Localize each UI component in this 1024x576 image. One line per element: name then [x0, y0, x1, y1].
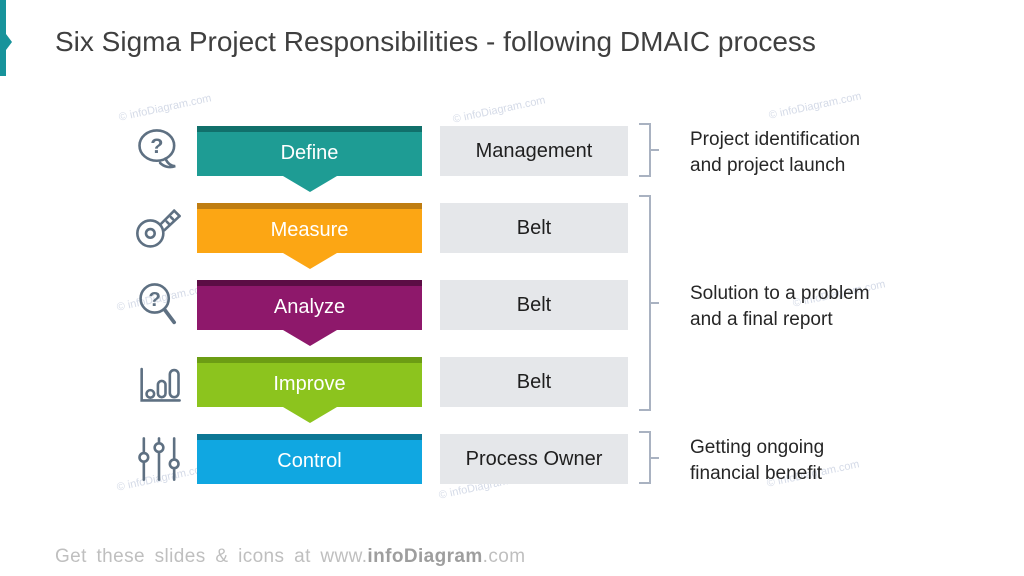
role-box: Belt: [440, 280, 628, 330]
banner-arrow-down-icon: [283, 176, 337, 192]
banner-arrow-down-icon: [283, 253, 337, 269]
annotation-brackets: [639, 123, 659, 484]
role-label: Process Owner: [465, 447, 603, 470]
footer-suffix: .com: [482, 546, 526, 567]
dmaic-row-analyze: ? Analyze Belt: [0, 279, 1024, 346]
role-label: Belt: [516, 370, 552, 393]
step-banner-measure: Measure: [197, 203, 422, 253]
dmaic-row-improve: Improve Belt: [0, 356, 1024, 423]
annotation-control: Getting ongoing financial benefit: [690, 435, 1010, 487]
annotation-define: Project identification and project launc…: [690, 127, 1010, 179]
watermark: © infoDiagram.com: [767, 90, 863, 122]
bracket-control: [639, 431, 659, 484]
measuring-tape-icon: [130, 202, 188, 254]
banner-top-strip: [197, 126, 422, 132]
step-banner-control: Control: [197, 434, 422, 484]
bracket-define: [639, 123, 659, 177]
step-label: Define: [280, 141, 339, 164]
banner-arrow-down-icon: [283, 330, 337, 346]
role-box: Process Owner: [440, 434, 628, 484]
role-box: Management: [440, 126, 628, 176]
step-banner-analyze: Analyze: [197, 280, 422, 330]
footer-brand: infoDiagram: [367, 546, 483, 567]
bookmark-shape: [0, 0, 12, 76]
role-label: Belt: [516, 216, 552, 239]
footer-prefix: Get these slides & icons at www.: [55, 546, 368, 567]
step-banner-define: Define: [197, 126, 422, 176]
slide-title: Six Sigma Project Responsibilities - fol…: [55, 26, 816, 57]
role-label: Management: [475, 139, 593, 162]
banner-top-strip: [197, 280, 422, 286]
role-box: Belt: [440, 357, 628, 407]
dmaic-row-define: ? Define Management: [0, 125, 1024, 192]
step-label: Control: [277, 449, 342, 472]
step-label: Analyze: [273, 295, 346, 318]
annotation-middle: Solution to a problem and a final report: [690, 281, 1010, 333]
annotation-line: Project identification: [690, 129, 861, 150]
role-box: Belt: [440, 203, 628, 253]
speech-bubble-question-icon: ?: [130, 125, 188, 177]
banner-arrow-down-icon: [283, 407, 337, 423]
dmaic-row-measure: Measure Belt: [0, 202, 1024, 269]
bar-chart-icon: [140, 367, 181, 402]
step-label: Improve: [273, 372, 346, 395]
footer-credit: Get these slides & icons at www.infoDiag…: [55, 546, 525, 568]
step-label: Measure: [270, 218, 349, 241]
svg-text:?: ?: [150, 133, 163, 158]
svg-text:?: ?: [148, 288, 161, 311]
watermark: © infoDiagram.com: [451, 94, 547, 126]
sliders-icon: [130, 433, 188, 485]
banner-top-strip: [197, 434, 422, 440]
magnifier-question-icon: ?: [130, 279, 188, 331]
measuring-tape-icon: [136, 209, 181, 248]
watermark: © infoDiagram.com: [117, 92, 213, 124]
banner-top-strip: [197, 203, 422, 209]
speech-bubble-question-icon: ?: [138, 129, 176, 169]
bracket-measure-analyze-improve: [639, 195, 659, 411]
annotation-line: and a final report: [690, 309, 833, 330]
annotation-line: Getting ongoing: [690, 437, 825, 458]
step-banner-improve: Improve: [197, 357, 422, 407]
annotation-line: and project launch: [690, 155, 846, 176]
annotation-line: Solution to a problem: [690, 283, 870, 304]
role-label: Belt: [516, 293, 552, 316]
bar-chart-icon: [130, 356, 188, 408]
slide-accent-bookmark-icon: [0, 0, 12, 76]
sliders-icon: [138, 437, 180, 481]
banner-top-strip: [197, 357, 422, 363]
magnifier-question-icon: ?: [139, 283, 177, 325]
annotation-line: financial benefit: [690, 463, 823, 484]
dmaic-row-control: Control Process Owner: [0, 434, 1024, 484]
